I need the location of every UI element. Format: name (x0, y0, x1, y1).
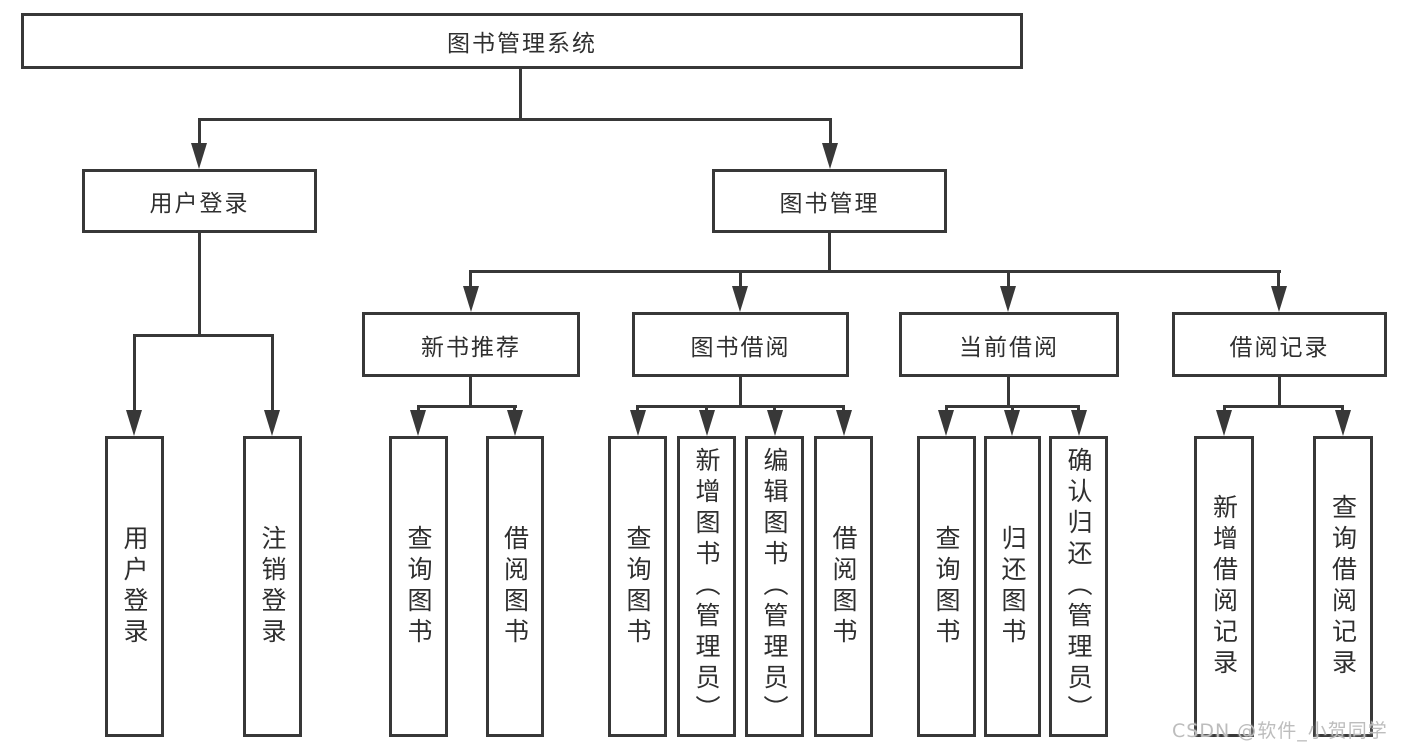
connector-line (198, 233, 201, 337)
leaf-label: 查询借阅记录 (1328, 493, 1358, 680)
arrow-down-icon (1004, 410, 1020, 436)
connector-line (469, 377, 472, 408)
connector-line (417, 405, 420, 413)
leaf-label: 新增借阅记录 (1209, 493, 1239, 680)
connector-line (1011, 405, 1014, 413)
connector-line (271, 334, 274, 412)
connector-line (1277, 270, 1280, 288)
arrow-down-icon (767, 410, 783, 436)
arrow-down-icon (1216, 410, 1232, 436)
connector-line (1077, 405, 1080, 413)
leaf-label: 新增图书（管理员） (692, 447, 721, 726)
watermark: CSDN @软件_小贺同学 (1172, 720, 1388, 742)
connector-line (198, 118, 832, 121)
connector-line (1278, 377, 1281, 408)
leaf-logout: 注销登录 (243, 436, 302, 737)
leaf-return-books: 归还图书 (984, 436, 1041, 737)
connector-line (945, 405, 948, 413)
leaf-label: 用户登录 (120, 524, 149, 649)
arrow-down-icon (822, 143, 838, 169)
leaf-label: 借阅图书 (500, 524, 530, 649)
arrow-down-icon (938, 410, 954, 436)
node-current-borrowing: 当前借阅 (899, 312, 1119, 377)
leaf-label: 借阅图书 (829, 524, 858, 649)
arrow-down-icon (126, 410, 142, 436)
arrow-down-icon (264, 410, 280, 436)
arrow-down-icon (1071, 410, 1087, 436)
connector-line (828, 233, 831, 273)
leaf-search-books-recommend: 查询图书 (389, 436, 448, 737)
leaf-label: 查询图书 (404, 524, 433, 649)
connector-line (1341, 405, 1344, 413)
arrow-down-icon (836, 410, 852, 436)
leaf-add-borrow-record: 新增借阅记录 (1194, 436, 1254, 737)
connector-line (636, 405, 639, 413)
leaf-add-books-admin: 新增图书（管理员） (677, 436, 736, 737)
connector-line (636, 405, 845, 408)
leaf-confirm-return-admin: 确认归还（管理员） (1049, 436, 1108, 737)
arrow-down-icon (1000, 286, 1016, 312)
connector-line (1223, 405, 1226, 413)
connector-line (198, 118, 201, 148)
arrow-down-icon (410, 410, 426, 436)
leaf-label: 查询图书 (932, 524, 961, 649)
node-user-login: 用户登录 (82, 169, 317, 233)
node-library-system: 图书管理系统 (21, 13, 1023, 69)
node-book-management: 图书管理 (712, 169, 947, 233)
arrow-down-icon (732, 286, 748, 312)
arrow-down-icon (630, 410, 646, 436)
leaf-label: 确认归还（管理员） (1064, 447, 1093, 726)
arrow-down-icon (699, 410, 715, 436)
leaf-label: 注销登录 (258, 524, 287, 649)
leaf-search-books-borrowing: 查询图书 (608, 436, 667, 737)
connector-line (1007, 377, 1010, 408)
leaf-user-login: 用户登录 (105, 436, 164, 737)
leaf-borrow-books-recommend: 借阅图书 (486, 436, 544, 737)
connector-line (739, 270, 742, 288)
connector-line (1223, 405, 1344, 408)
connector-line (1007, 270, 1010, 288)
node-borrowing-records: 借阅记录 (1172, 312, 1387, 377)
leaf-label: 编辑图书（管理员） (760, 447, 789, 726)
connector-line (133, 334, 274, 337)
connector-line (705, 405, 708, 413)
leaf-borrow-books: 借阅图书 (814, 436, 873, 737)
leaf-search-borrow-record: 查询借阅记录 (1313, 436, 1373, 737)
arrow-down-icon (1335, 410, 1351, 436)
leaf-edit-books-admin: 编辑图书（管理员） (745, 436, 804, 737)
connector-line (470, 270, 1281, 273)
leaf-label: 查询图书 (623, 524, 652, 649)
connector-line (469, 270, 472, 288)
arrow-down-icon (1271, 286, 1287, 312)
leaf-search-books-current: 查询图书 (917, 436, 976, 737)
connector-line (739, 377, 742, 408)
connector-line (417, 405, 517, 408)
connector-line (513, 405, 516, 413)
connector-line (519, 69, 522, 121)
leaf-label: 归还图书 (998, 524, 1027, 649)
arrow-down-icon (463, 286, 479, 312)
connector-line (133, 334, 136, 412)
arrow-down-icon (191, 143, 207, 169)
connector-line (829, 118, 832, 148)
arrow-down-icon (507, 410, 523, 436)
connector-line (842, 405, 845, 413)
connector-line (773, 405, 776, 413)
node-book-borrowing: 图书借阅 (632, 312, 849, 377)
node-new-book-recommend: 新书推荐 (362, 312, 580, 377)
